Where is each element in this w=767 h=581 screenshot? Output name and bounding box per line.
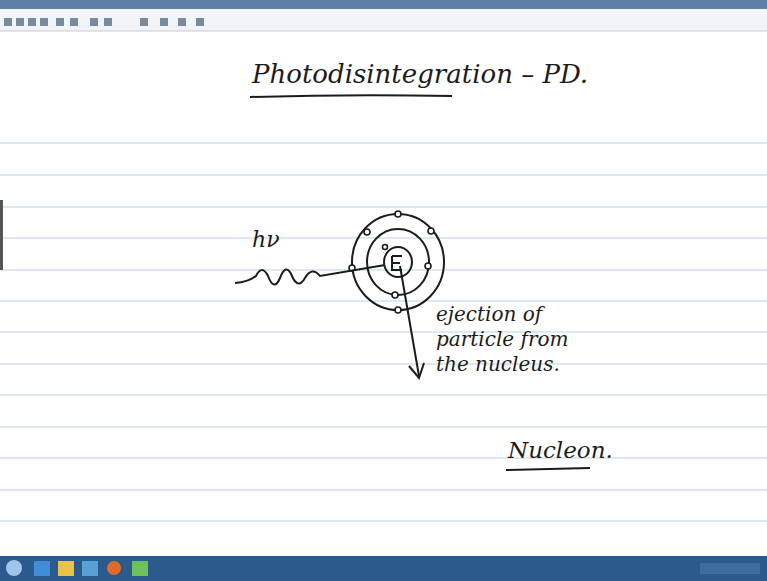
term-label: Nucleon.: [508, 436, 613, 465]
electrons: [349, 211, 434, 313]
label-underline: [506, 468, 590, 470]
ruled-lines: [0, 143, 767, 521]
photon-energy: hν: [252, 226, 280, 254]
taskbar: [0, 556, 767, 581]
title-underline: [250, 95, 452, 97]
toolbar-edge: [0, 31, 767, 32]
toolbar: [0, 9, 767, 31]
toolbar-icons: [4, 18, 204, 26]
page-marker: [0, 200, 3, 270]
title-bar: [0, 0, 767, 9]
arrow-head: [409, 363, 424, 378]
taskbar-icons: [6, 560, 760, 576]
title: Photodisintegration – PD.: [252, 58, 588, 91]
note-text: ejection of particle from the nucleus.: [436, 302, 606, 377]
ejection-arrow: [400, 266, 419, 376]
photon-wave: [235, 265, 385, 285]
atom-drawing: [352, 214, 444, 310]
